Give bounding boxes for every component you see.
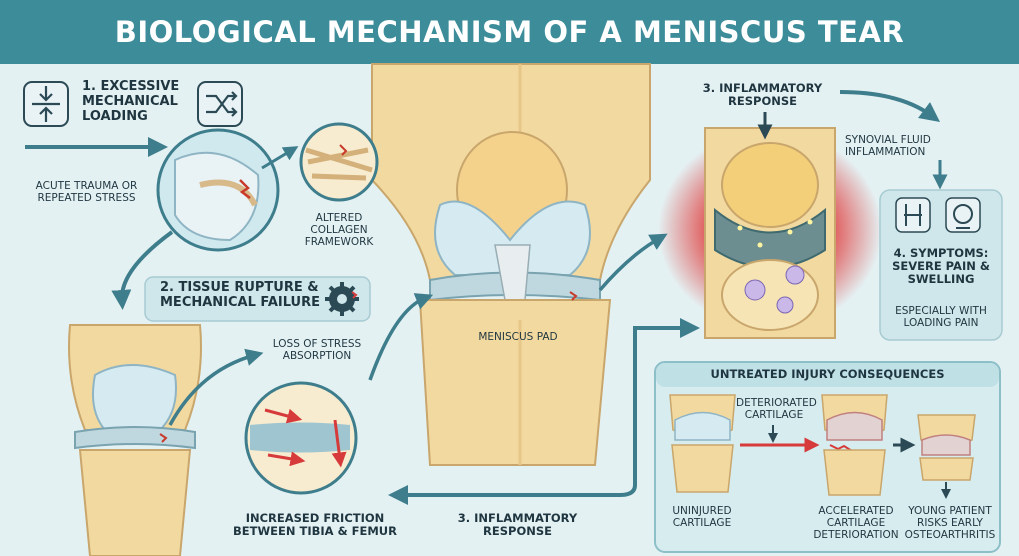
page-title: BIOLOGICAL MECHANISM OF A MENISCUS TEAR	[114, 15, 905, 49]
inflammatory-loop-arrow	[388, 484, 637, 505]
to-consequences-arrow	[633, 318, 700, 485]
accelerated-label: ACCELERATED CARTILAGE DETERIORATION	[813, 505, 899, 542]
friction-label: INCREASED FRICTION BETWEEN TIBIA & FEMUR	[233, 511, 397, 539]
central-knee-illustration	[371, 63, 651, 466]
to-symptoms-arrow	[839, 90, 941, 122]
uninjured-label: UNINJURED CARTILAGE	[672, 505, 732, 530]
step1-title: 1. EXCESSIVE MECHANICAL LOADING	[82, 79, 180, 124]
head-pain-icon	[945, 197, 981, 233]
gear-damage-icon	[325, 282, 359, 316]
synovial-label: SYNOVIAL FLUID INFLAMMATION	[845, 134, 931, 159]
symptoms-title: 4. SYMPTOMS: SEVERE PAIN & SWELLING	[892, 246, 990, 287]
header-banner: BIOLOGICAL MECHANISM OF A MENISCUS TEAR	[0, 0, 1019, 64]
inflamed-joint-illustration	[658, 112, 882, 339]
knee-joint-icon	[895, 197, 931, 233]
shuffle-arrows-icon	[197, 81, 243, 127]
meniscus-label: MENISCUS PAD	[478, 331, 558, 343]
stress-loss-label: LOSS OF STRESS ABSORPTION	[272, 338, 362, 363]
collagen-label: ALTERED COLLAGEN FRAMEWORK	[304, 212, 374, 249]
rupture-arrow	[111, 230, 174, 310]
to-meniscus-arrow	[368, 293, 434, 381]
step3-title-top: 3. INFLAMMATORY RESPONSE	[702, 81, 823, 109]
trauma-label: ACUTE TRAUMA OR REPEATED STRESS	[35, 180, 138, 205]
consequences-title: UNTREATED INJURY CONSEQUENCES	[710, 367, 945, 381]
osteoarthritis-label: YOUNG PATIENT RISKS EARLY OSTEOARTHRITIS	[904, 505, 996, 542]
osteoarthritis-knee-mini	[917, 414, 976, 481]
to-inflammation-arrow	[598, 233, 668, 292]
rupture-label-box	[144, 276, 371, 322]
symptoms-note: ESPECIALLY WITH LOADING PAIN	[895, 305, 987, 330]
deteriorated-label: DETERIORATED CARTILAGE	[736, 397, 817, 422]
step3-title-bottom: 3. INFLAMMATORY RESPONSE	[457, 511, 578, 539]
injured-knee-illustration	[68, 324, 202, 556]
deteriorated-knee-mini	[821, 394, 888, 496]
compression-icon	[23, 81, 69, 127]
step2-title: 2. TISSUE RUPTURE & MECHANICAL FAILURE	[160, 280, 320, 310]
loss-arrow	[168, 348, 264, 426]
uninjured-knee-mini	[669, 394, 736, 493]
